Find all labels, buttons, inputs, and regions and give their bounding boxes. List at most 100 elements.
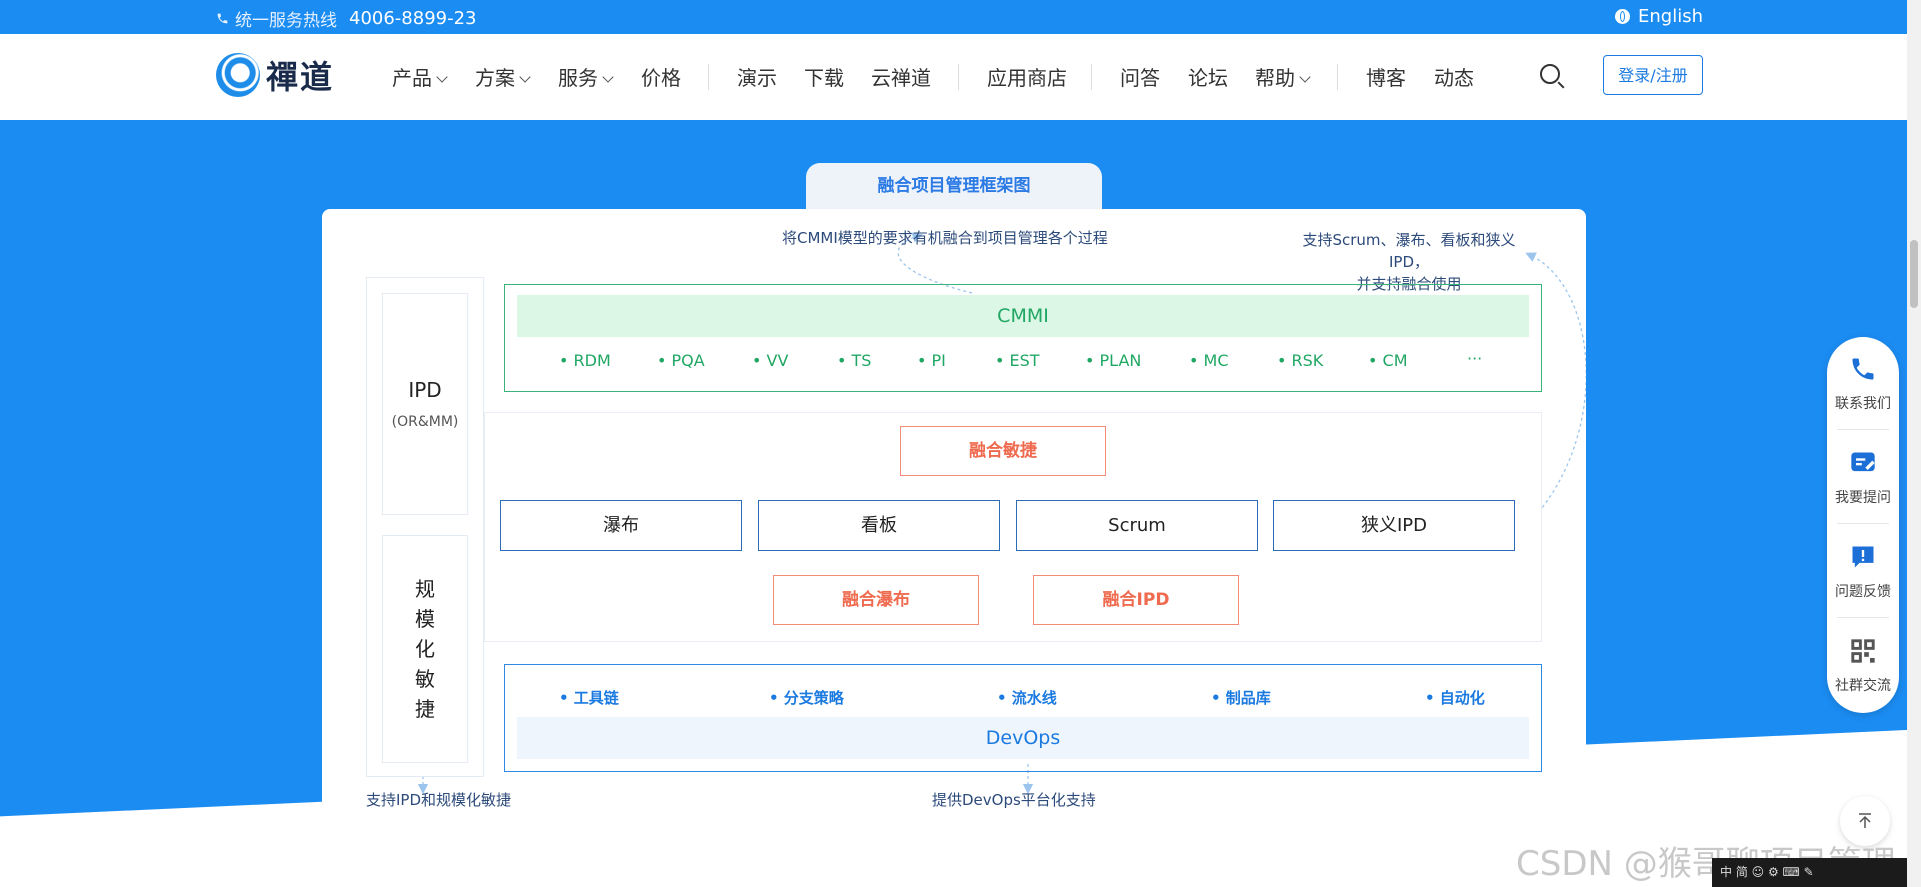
framework-diagram-card: 将CMMI模型的要求有机融合到项目管理各个过程 支持Scrum、瀑布、看板和狭义… xyxy=(322,209,1586,841)
nav-label: 演示 xyxy=(737,66,777,90)
ask-question-button[interactable]: 我要提问 xyxy=(1827,449,1899,507)
nav-label: 下载 xyxy=(804,66,844,90)
cmmi-title: CMMI xyxy=(517,295,1529,337)
chevron-down-icon xyxy=(1299,71,1311,83)
method-scrum: Scrum xyxy=(1016,500,1258,551)
contact-us-button[interactable]: 联系我们 xyxy=(1827,355,1899,413)
sidebar-divider xyxy=(1837,523,1889,524)
login-register-button[interactable]: 登录/注册 xyxy=(1603,55,1703,95)
nav-label: 云禅道 xyxy=(871,66,931,90)
devops-title: DevOps xyxy=(517,717,1529,759)
ipd-title: IPD xyxy=(408,378,442,402)
note-cmmi: 将CMMI模型的要求有机融合到项目管理各个过程 xyxy=(782,229,1108,247)
nav-label: 动态 xyxy=(1434,66,1474,90)
devops-item: • 分支策略 xyxy=(769,689,844,707)
cmmi-item: • EST xyxy=(995,351,1040,370)
logo[interactable]: 禪道 xyxy=(216,52,334,98)
nav-item-news[interactable]: 动态 xyxy=(1434,62,1474,91)
devops-item: • 制品库 xyxy=(1211,689,1271,707)
main-nav: 禪道 产品 方案 服务 价格 演示 下载 云禅道 应用商店 问答 论坛 帮助 博… xyxy=(0,34,1907,120)
cmmi-box: CMMI • RDM • PQA • VV • TS • PI • EST • … xyxy=(504,284,1542,392)
cmmi-item: • RSK xyxy=(1277,351,1324,370)
devops-box: • 工具链 • 分支策略 • 流水线 • 制品库 • 自动化 DevOps xyxy=(504,664,1542,772)
nav-label: 应用商店 xyxy=(987,66,1067,90)
cmmi-item-more: ··· xyxy=(1467,349,1483,368)
scrollbar-track[interactable] xyxy=(1907,0,1921,887)
scaled-agile-char: 模 xyxy=(415,607,435,631)
devops-item: • 流水线 xyxy=(997,689,1057,707)
devops-item: • 自动化 xyxy=(1425,689,1485,707)
method-waterfall: 瀑布 xyxy=(500,500,742,551)
fusion-ipd-box: 融合IPD xyxy=(1033,575,1239,625)
language-switch[interactable]: English xyxy=(1615,6,1703,27)
hotline-number[interactable]: 4006-8899-23 xyxy=(349,8,477,29)
feedback-button[interactable]: 问题反馈 xyxy=(1827,543,1899,601)
nav-item-cloud[interactable]: 云禅道 xyxy=(871,62,931,91)
ime-toolbar[interactable]: 中 简 ☺ ⚙ ⌨ ✎ xyxy=(1712,858,1907,887)
scaled-agile-char: 捷 xyxy=(415,697,435,721)
sidebar-divider xyxy=(1837,429,1889,430)
arrow-up-icon xyxy=(1859,813,1871,828)
phone-icon xyxy=(1852,358,1874,380)
note-devops: 提供DevOps平台化支持 xyxy=(932,791,1096,809)
nav-item-blog[interactable]: 博客 xyxy=(1366,62,1406,91)
nav-item-products[interactable]: 产品 xyxy=(392,62,448,91)
nav-label: 问答 xyxy=(1120,66,1160,90)
nav-label: 帮助 xyxy=(1255,66,1295,90)
note-ipd: 支持IPD和规模化敏捷 xyxy=(366,791,512,809)
nav-item-qa[interactable]: 问答 xyxy=(1120,62,1160,91)
scaled-agile-label: 规 模 化 敏 捷 xyxy=(383,574,467,724)
chevron-down-icon xyxy=(436,71,448,83)
logo-icon xyxy=(216,53,260,97)
cmmi-item: • CM xyxy=(1368,351,1408,370)
chevron-down-icon xyxy=(519,71,531,83)
nav-label: 价格 xyxy=(641,66,681,90)
language-label[interactable]: English xyxy=(1638,6,1703,27)
nav-label: 服务 xyxy=(558,66,598,90)
back-to-top-button[interactable] xyxy=(1840,796,1890,846)
phone-icon xyxy=(217,13,228,24)
scaled-agile-box: 规 模 化 敏 捷 xyxy=(382,535,468,763)
nav-divider xyxy=(708,64,709,90)
note-agile-line1: 支持Scrum、瀑布、看板和狭义IPD， xyxy=(1302,231,1516,271)
fusion-agile-box: 融合敏捷 xyxy=(900,426,1106,476)
nav-item-demo[interactable]: 演示 xyxy=(737,62,777,91)
method-kanban: 看板 xyxy=(758,500,1000,551)
qrcode-icon xyxy=(1851,639,1875,663)
community-button[interactable]: 社群交流 xyxy=(1827,637,1899,695)
nav-label: 产品 xyxy=(392,66,432,90)
fusion-waterfall-box: 融合瀑布 xyxy=(773,575,979,625)
cmmi-item: • MC xyxy=(1189,351,1229,370)
logo-text: 禪道 xyxy=(266,58,335,96)
service-hotline: 统一服务热线 4006-8899-23 xyxy=(216,6,477,31)
nav-item-pricing[interactable]: 价格 xyxy=(641,62,681,91)
devops-item: • 工具链 xyxy=(559,689,619,707)
scaled-agile-char: 敏 xyxy=(415,667,435,691)
cmmi-item: • PQA xyxy=(657,351,705,370)
contact-us-label: 联系我们 xyxy=(1835,396,1891,412)
nav-item-help[interactable]: 帮助 xyxy=(1255,62,1311,91)
scrollbar-thumb[interactable] xyxy=(1910,240,1918,308)
search-icon[interactable] xyxy=(1540,64,1560,84)
nav-item-download[interactable]: 下载 xyxy=(804,62,844,91)
cmmi-item: • PLAN xyxy=(1085,351,1142,370)
nav-item-forum[interactable]: 论坛 xyxy=(1188,62,1228,91)
cmmi-item: • VV xyxy=(752,351,789,370)
nav-item-solutions[interactable]: 方案 xyxy=(475,62,531,91)
cmmi-item: • RDM xyxy=(559,351,611,370)
hotline-label: 统一服务热线 xyxy=(235,11,337,31)
cmmi-item: • TS xyxy=(837,351,872,370)
nav-divider xyxy=(1337,64,1338,90)
top-bar: 统一服务热线 4006-8899-23 English xyxy=(0,0,1907,34)
ask-question-label: 我要提问 xyxy=(1835,490,1891,506)
scaled-agile-char: 化 xyxy=(415,637,435,661)
question-edit-icon xyxy=(1851,452,1875,472)
nav-item-app-store[interactable]: 应用商店 xyxy=(987,62,1067,91)
sidebar-divider xyxy=(1837,617,1889,618)
globe-icon xyxy=(1615,9,1630,24)
community-label: 社群交流 xyxy=(1835,678,1891,694)
ipd-box: IPD (OR&MM) xyxy=(382,293,468,515)
cmmi-item: • PI xyxy=(917,351,946,370)
nav-divider xyxy=(958,64,959,90)
nav-item-services[interactable]: 服务 xyxy=(558,62,614,91)
